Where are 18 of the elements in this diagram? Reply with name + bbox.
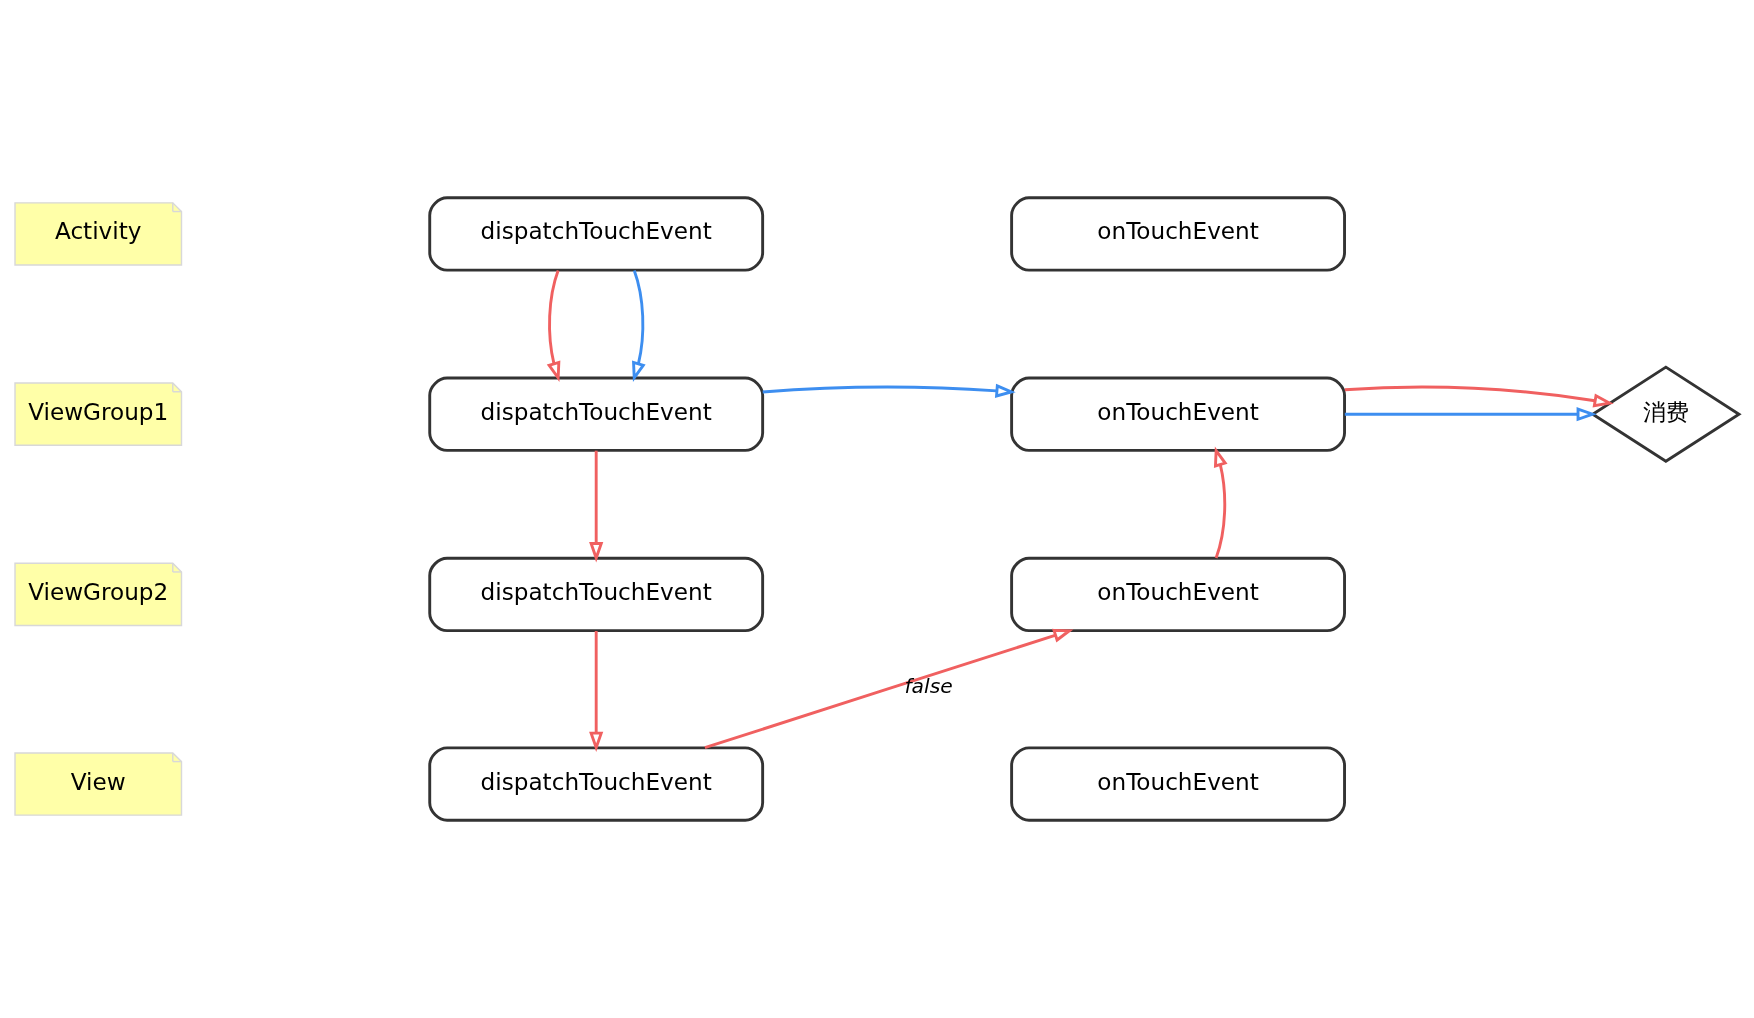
arrow	[632, 270, 646, 382]
node-box: dispatchTouchEvent	[428, 196, 765, 272]
arrow	[1344, 407, 1597, 422]
arrow	[589, 450, 604, 563]
arrow	[1344, 385, 1614, 408]
node-box: onTouchEvent	[1010, 556, 1346, 633]
node-box: onTouchEvent	[1010, 746, 1346, 822]
node-box: dispatchTouchEvent	[428, 556, 765, 633]
edge-label: false	[904, 674, 953, 699]
node-box: dispatchTouchEvent	[428, 376, 765, 452]
node-box: onTouchEvent	[1010, 376, 1346, 452]
arrow	[589, 630, 604, 752]
arrow	[1213, 446, 1228, 559]
node-box: onTouchEvent	[1010, 196, 1346, 272]
arrow	[546, 270, 561, 382]
arrow	[762, 383, 1016, 398]
arrow	[704, 628, 1074, 750]
node-box: dispatchTouchEvent	[428, 746, 765, 822]
